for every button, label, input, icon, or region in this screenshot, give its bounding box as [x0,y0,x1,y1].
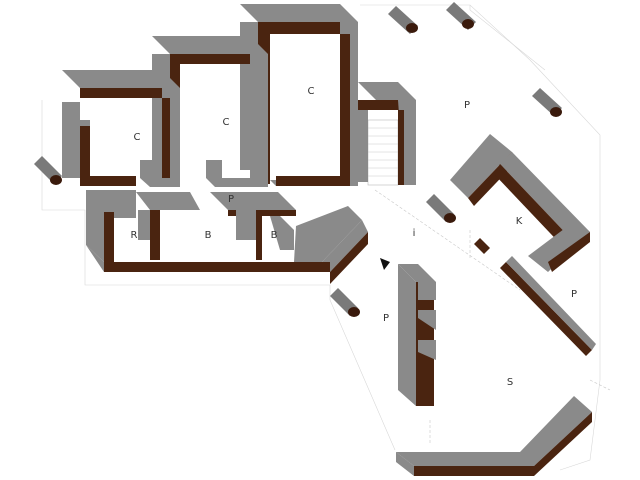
wall-diagonal [474,238,596,356]
room-label-p-right: P [571,289,577,300]
room-label-r: R [131,230,138,241]
room-label-b1: B [205,230,212,241]
room-label-i: i [413,228,416,239]
column-right [532,88,562,117]
wall-vertical-center [398,264,436,406]
room-label-p-top: P [464,100,470,111]
column-top-1 [388,6,418,34]
site-outline [41,4,611,471]
room-label-k: K [516,216,523,227]
column-mid [426,194,456,223]
wall-kitchen [450,134,590,272]
column-bottom [330,288,360,317]
room-label-c3: C [308,86,315,97]
room-label-s: S [507,377,513,388]
wall-stair [358,82,416,185]
wall-service-block [86,190,368,284]
column-left [34,156,62,185]
room-labels: C C C P P R B B i K P P S [131,86,577,388]
room-label-p-left: P [383,313,389,324]
walls [62,4,596,476]
columns [34,2,562,317]
room-label-b2: B [271,230,278,241]
room-label-c2: C [223,117,230,128]
wall-bottom-s [396,396,592,476]
staircase [367,119,399,186]
wall-cell-1 [62,70,180,187]
room-label-p-mid: P [228,194,234,205]
column-top-2 [446,2,476,30]
entrance-marker [380,258,390,270]
room-label-c1: C [134,132,141,143]
